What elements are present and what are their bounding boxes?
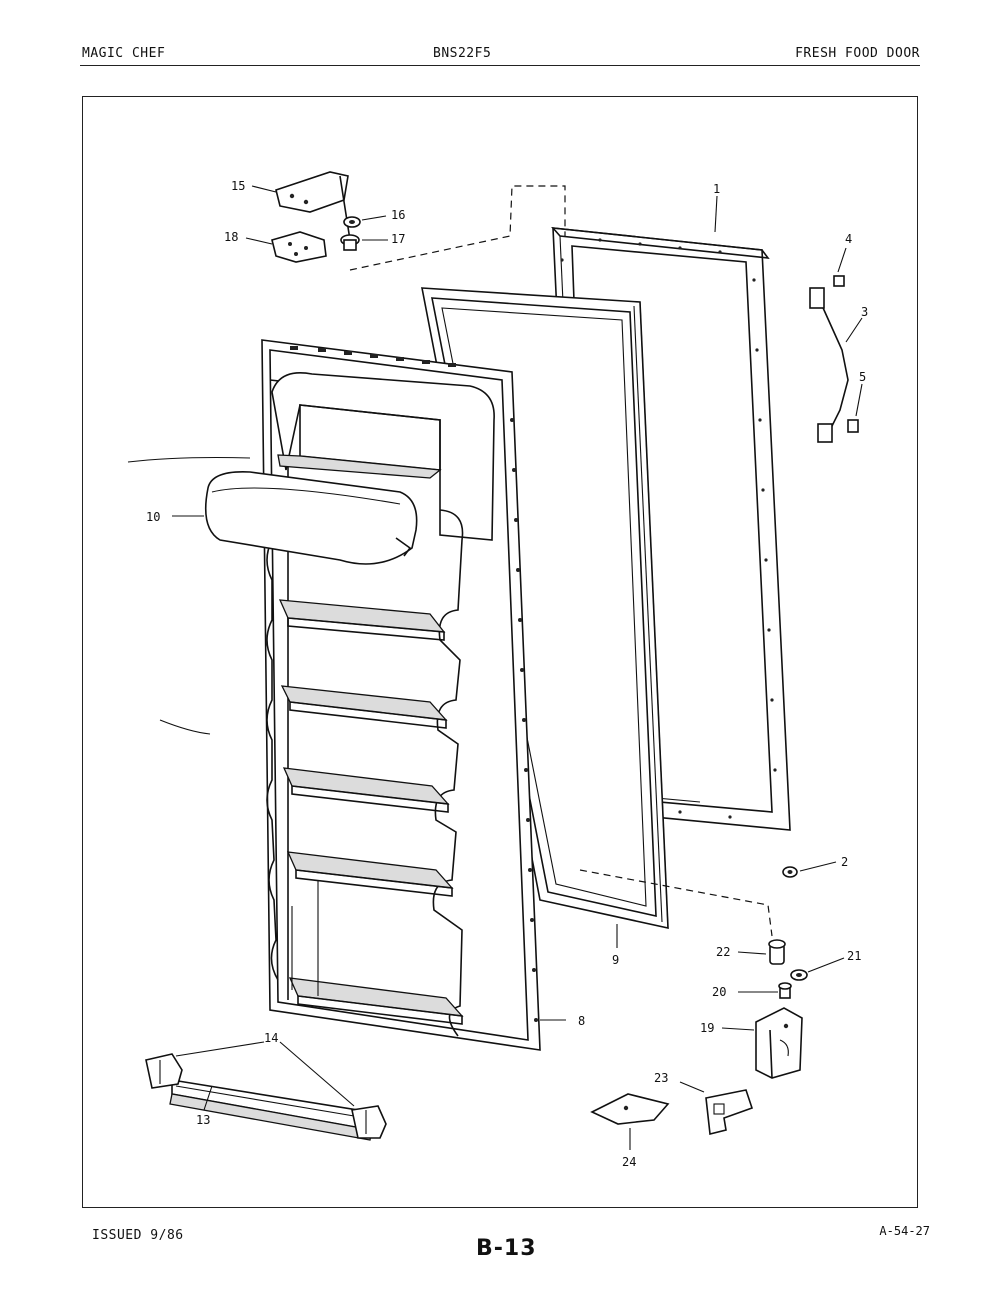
footer-page-number: B-13: [476, 1236, 537, 1261]
header-section: FRESH FOOD DOOR: [795, 46, 920, 61]
label-14: 14: [264, 1031, 278, 1045]
part-18-hinge-shim: [271, 231, 327, 263]
part-16-washer: [343, 216, 361, 228]
part-13-bottom-trim: [169, 1079, 373, 1141]
label-20: 20: [712, 985, 726, 999]
part-23-bracket: [705, 1089, 754, 1135]
leader-arrows: [172, 185, 863, 1150]
label-21: 21: [847, 949, 861, 963]
label-3: 3: [861, 305, 868, 319]
leader-line-left-2: [159, 719, 211, 735]
label-16: 16: [391, 208, 405, 222]
label-9: 9: [612, 953, 619, 967]
part-22-bushing: [768, 939, 786, 965]
part-3-wire: [809, 287, 849, 443]
part-5-clip: [847, 419, 859, 433]
part-24-plate: [590, 1093, 670, 1125]
footer-code: A-54-27: [879, 1224, 930, 1238]
label-24: 24: [622, 1155, 636, 1169]
part-15-top-hinge: [275, 171, 351, 241]
header-model: BNS22F5: [433, 46, 492, 61]
part-14-end-cap-left: [145, 1053, 183, 1089]
label-18: 18: [224, 230, 238, 244]
part-4-clip: [833, 275, 845, 287]
part-8-door-liner: [261, 339, 541, 1051]
part-17-bushing: [340, 234, 360, 251]
part-labels: 15 16 17 18 1 4 3 5 10 2 9 22 21 20 19 8…: [146, 179, 868, 1169]
lower-dashed-path: [579, 869, 773, 937]
label-15: 15: [231, 179, 245, 193]
part-20-pin: [778, 982, 792, 999]
label-19: 19: [700, 1021, 714, 1035]
label-13: 13: [196, 1113, 210, 1127]
part-19-bottom-hinge: [755, 1007, 803, 1079]
part-21-washer: [790, 969, 808, 981]
label-8: 8: [578, 1014, 585, 1028]
footer-issued: ISSUED 9/86: [92, 1228, 184, 1243]
leader-line-left: [127, 456, 251, 463]
label-23: 23: [654, 1071, 668, 1085]
diagram-frame: [82, 96, 918, 1208]
label-17: 17: [391, 232, 405, 246]
label-10: 10: [146, 510, 160, 524]
header-brand: MAGIC CHEF: [82, 46, 166, 61]
label-5: 5: [859, 370, 866, 384]
part-2-cap: [782, 866, 798, 878]
label-4: 4: [845, 232, 852, 246]
label-2: 2: [841, 855, 848, 869]
header-rule: [80, 65, 920, 66]
hinge-dashed-path: [349, 185, 566, 271]
part-10-dairy-cover: [204, 471, 418, 565]
label-1: 1: [713, 182, 720, 196]
label-22: 22: [716, 945, 730, 959]
part-14-end-cap-right: [351, 1105, 387, 1139]
